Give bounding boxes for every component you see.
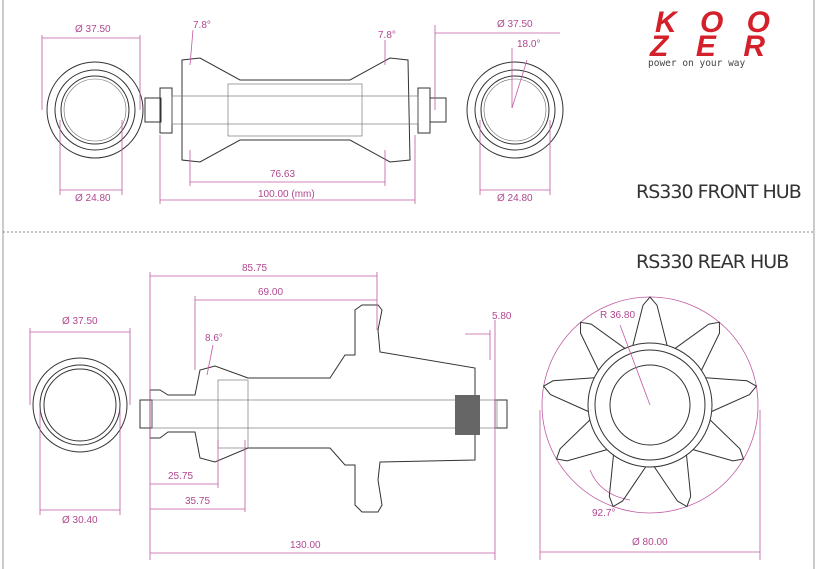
front-hub-title: RS330 FRONT HUB <box>636 181 801 203</box>
rear-dim-69: 69.00 <box>258 287 283 298</box>
rear-disc-flange-view <box>539 296 761 560</box>
svg-text:KOO: KOO <box>655 6 770 39</box>
disc-spoke <box>653 455 692 508</box>
rear-disc-angle: 92.7° <box>592 508 615 519</box>
front-right-outer-diameter: Ø 37.50 <box>497 19 533 30</box>
rear-hub-title: RS330 REAR HUB <box>636 251 788 273</box>
rear-flange-view <box>29 328 131 515</box>
front-angle-right: 7.8° <box>378 30 396 41</box>
front-right-flange-view <box>434 25 564 195</box>
rear-overall-width: 130.00 <box>290 540 321 551</box>
disc-spoke <box>705 377 758 412</box>
disc-spoke <box>692 419 745 462</box>
front-left-outer-diameter: Ø 37.50 <box>75 24 111 35</box>
front-overall-width: 100.00 (mm) <box>258 189 315 200</box>
rear-disc-radius: R 36.80 <box>600 310 635 321</box>
rear-disc-diameter: Ø 80.00 <box>632 537 668 548</box>
disc-spoke <box>579 321 626 371</box>
rear-dim-25: 25.75 <box>168 471 193 482</box>
disc-spoke <box>542 377 595 412</box>
front-right-inner-diameter: Ø 24.80 <box>497 193 533 204</box>
rear-flange-outer-diameter: Ø 37.50 <box>62 316 98 327</box>
disc-spoke <box>608 455 647 508</box>
rear-dim-5: 5.80 <box>492 311 512 322</box>
disc-spoke <box>632 296 668 346</box>
front-angle-left: 7.8° <box>193 20 211 31</box>
front-right-angle: 18.0° <box>517 39 540 50</box>
disc-spoke <box>555 419 608 462</box>
rear-angle: 8.6° <box>205 333 223 344</box>
rear-dim-85: 85.75 <box>242 263 267 274</box>
svg-text:power on your way: power on your way <box>648 58 746 69</box>
koozer-logo: KOO ZER power on your way <box>648 6 770 69</box>
rear-hub-side-view <box>139 272 508 560</box>
front-flange-spacing: 76.63 <box>270 169 295 180</box>
disc-spoke <box>674 321 721 371</box>
rear-flange-inner-diameter: Ø 30.40 <box>62 515 98 526</box>
front-left-flange-view <box>41 35 144 195</box>
rear-dim-35: 35.75 <box>185 496 210 507</box>
front-hub-side-view <box>144 29 447 204</box>
front-left-inner-diameter: Ø 24.80 <box>75 193 111 204</box>
